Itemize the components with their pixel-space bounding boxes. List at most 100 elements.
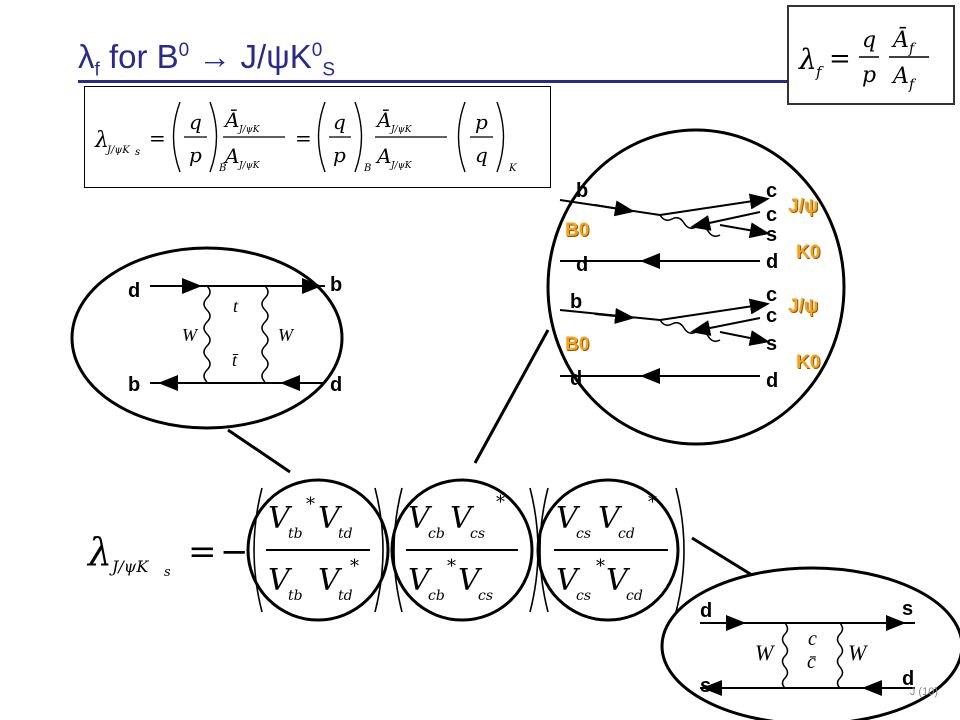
slide-title: λf for B0 → J/ψK0S (78, 38, 335, 82)
bmix-label-top-right: b (330, 274, 343, 296)
ckm1-num-tb: tb (288, 526, 303, 542)
title-sub-s: S (322, 59, 336, 81)
ckm1-den-v2: V (318, 563, 343, 598)
ckm2-num-cs: cs (470, 526, 485, 542)
box2-abar1: Ā (223, 108, 239, 132)
connector-bmix (227, 428, 291, 474)
lambda-f-definition: λ f = q p Ā f A f (798, 27, 929, 93)
ckm3-num-cd: cd (618, 526, 635, 542)
bmix-label-bottom-right: d (330, 374, 343, 396)
title-arrow: → J/ψK (189, 38, 312, 75)
def-abar: Ā (891, 27, 909, 53)
ckm-ratio-1: V tb * V td V tb V td * (266, 494, 370, 604)
ckm-circle-2 (390, 478, 534, 622)
ckm2-num-v2: V (450, 501, 475, 536)
ckm-ratio-3: V cs V cd * V cs * V cd (554, 492, 668, 604)
decay-up-w (659, 214, 721, 238)
box2-a2-sub: J/ψK (389, 161, 413, 171)
box2-p3: p (475, 110, 488, 134)
bmix-label-tbar: t̄ (232, 350, 238, 370)
decay-lo-c-line (659, 298, 770, 321)
ckm-circle-1 (246, 478, 390, 622)
main-lambda-sub-s: s (164, 565, 171, 580)
title-sup-0a: 0 (178, 40, 190, 61)
decay-lo-label-b: b (570, 291, 583, 313)
ckm2-den-v1: V (408, 563, 433, 598)
box2-q3: q (475, 143, 488, 167)
def-q: q (862, 28, 876, 53)
ckm3-den-cd: cd (626, 588, 643, 604)
ckm2-num-cb: cb (428, 526, 445, 542)
title-sub-f: f (94, 59, 100, 81)
ckm3-den-star: * (596, 556, 605, 577)
bmix-w-propagator-right (261, 285, 269, 383)
main-lambda: λ (86, 530, 112, 574)
decay-lo-w (659, 319, 721, 343)
box2-abar1-sub: J/ψK (237, 125, 261, 135)
decay-lo-cbar-line (690, 317, 761, 336)
connector-decay (473, 329, 550, 464)
ckm3-num-v1: V (556, 501, 581, 536)
kmix-w-propagator-right (836, 622, 844, 689)
box2-a1-sub: J/ψK (237, 161, 261, 171)
title-underline (78, 80, 790, 83)
decay-lo-label-d-right: d (766, 370, 779, 392)
box2-p1: p (189, 143, 202, 167)
ckm1-den-tb: tb (288, 588, 303, 604)
ckm1-den-td: td (338, 588, 353, 604)
decay-up-c-line (659, 193, 770, 216)
box2-eq2: = (295, 126, 312, 150)
decay-lo-s-line (719, 330, 770, 346)
def-a: A (891, 64, 909, 89)
ckm1-paren-open (253, 487, 263, 613)
ckm3-num-cs: cs (576, 526, 591, 542)
bmix-w-propagator-left (203, 285, 211, 383)
decay-lo-label-b0: B0 (565, 334, 590, 355)
ckm1-den-star: * (350, 556, 359, 577)
def-lambda: λ (798, 43, 817, 76)
ckm3-den-cs: cs (576, 588, 591, 604)
kmix-label-c: c (808, 628, 817, 650)
decay-up-b-arrow (594, 200, 635, 217)
kmix-label-bottom-right: d (902, 668, 915, 690)
paren-open-3 (457, 101, 466, 173)
box2-sub: J/ψK (105, 145, 130, 156)
box2-b0-1: B (218, 163, 226, 174)
main-eq: = (188, 532, 217, 572)
kmix-label-bottom-left: s (700, 675, 712, 697)
decay-up-label-s: s (766, 224, 778, 246)
box2-q2: q (333, 110, 346, 134)
box2-abar2-sub: J/ψK (389, 125, 413, 135)
kmix-ellipse (660, 566, 960, 720)
kmix-label-top-right: s (902, 598, 914, 620)
paren-open-1 (172, 101, 181, 173)
bmix-label-top-left: d (128, 280, 141, 302)
decay-ellipse (546, 128, 846, 446)
ckm3-den-v2: V (606, 563, 631, 598)
paren-close-2 (354, 101, 363, 173)
box2-p2: p (333, 143, 346, 167)
ckm3-num-v2: V (598, 501, 623, 536)
decay-up-label-d-right: d (766, 251, 779, 273)
ckm1-paren-close (374, 487, 384, 613)
title-sup-0b: 0 (311, 40, 323, 61)
box2-sub-s: s (135, 147, 140, 158)
box2-eq1: = (149, 126, 166, 150)
box2-a2: A (375, 144, 391, 168)
box2-q1: q (189, 110, 202, 134)
ckm3-den-v1: V (556, 563, 581, 598)
bmix-label-t: t (233, 296, 239, 316)
box2-a1: A (223, 144, 239, 168)
ckm1-den-v1: V (268, 563, 293, 598)
box2-k: K (508, 163, 517, 174)
lambda-jpsiks-formula: λ J/ψK s = q p B Ā J/ψK A J/ψK = q p B Ā… (94, 101, 517, 174)
decay-lo-label-jpsi: J/ψ (788, 296, 819, 317)
box2-abar2: Ā (375, 108, 391, 132)
def-sub-f: f (815, 63, 824, 81)
def-p: p (862, 63, 876, 88)
ckm3-paren-close (675, 487, 685, 613)
lambda-f-definition-box: λ f = q p Ā f A f (787, 5, 955, 105)
ckm1-num-v2: V (318, 501, 343, 536)
title-lambda: λ (78, 38, 95, 75)
paren-open-2 (317, 101, 326, 173)
